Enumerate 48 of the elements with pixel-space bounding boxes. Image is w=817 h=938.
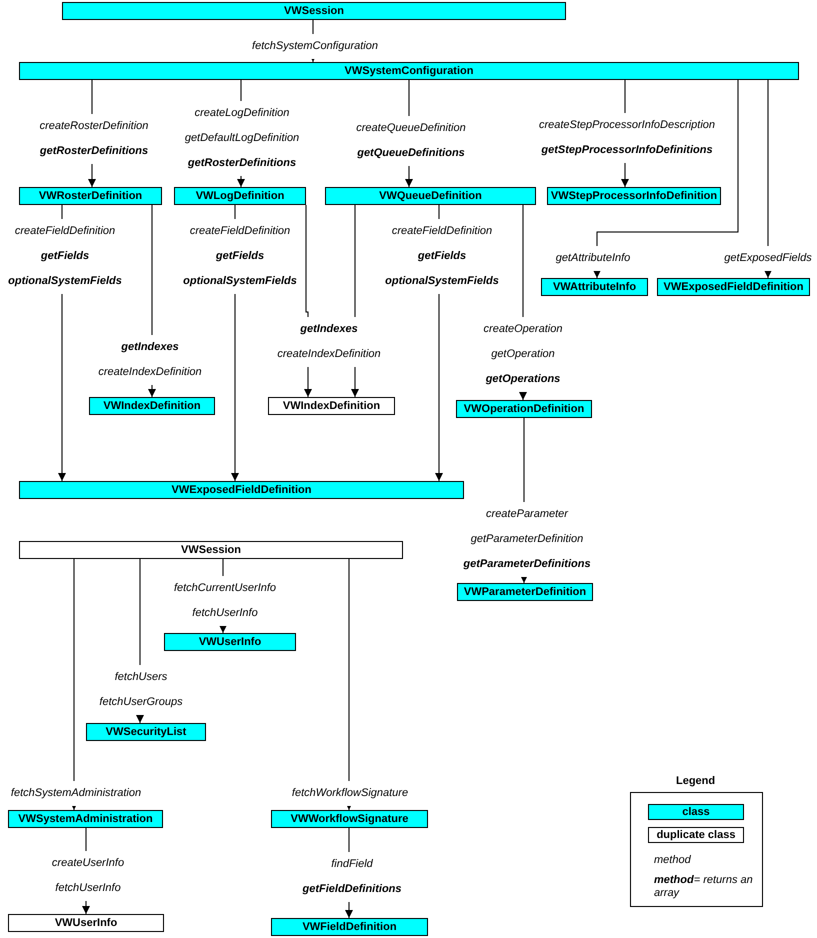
edge-label: createParameter getParameterDefinition getParameterDefinitions [461, 502, 593, 577]
class-box: VWStepProcessorInfoDefinition [547, 187, 721, 205]
edge-label: fetchSystemAdministration [8, 781, 144, 806]
edge-label: createRosterDefinition getRosterDefinitions [38, 114, 150, 164]
edge-label: createQueueDefinition getQueueDefinitions [354, 116, 468, 166]
class-box: VWExposedFieldDefinition [657, 278, 810, 296]
edge-label: createStepProcessorInfoDescription getStepProcessorInfoDefinitions [536, 113, 718, 163]
class-box: VWLogDefinition [174, 187, 306, 205]
edge-label: createUserInfo fetchUserInfo [50, 851, 126, 901]
edge-label: createLogDefinition getDefaultLogDefinition getRosterDefinitions [182, 101, 302, 176]
legend-title: Legend [676, 774, 716, 789]
edge-label: getAttributeInfo [554, 246, 632, 271]
class-box: VWAttributeInfo [541, 278, 648, 296]
class-box: VWUserInfo [8, 914, 164, 932]
edge-label: findField getFieldDefinitions [300, 852, 404, 902]
class-box: VWSystemAdministration [8, 810, 163, 828]
class-box: VWIndexDefinition [268, 397, 395, 415]
arrow [70, 558, 78, 810]
legend-swatch: duplicate class [648, 827, 744, 843]
arrow [764, 80, 772, 278]
edge-label: createFieldDefinition getFields optionalSystemFields [6, 219, 124, 294]
legend-text: method [654, 854, 692, 867]
class-box: VWSystemConfiguration [19, 62, 799, 80]
class-box: VWSecurityList [86, 723, 206, 741]
class-box: VWOperationDefinition [456, 400, 592, 418]
class-box: VWFieldDefinition [271, 918, 428, 936]
legend-swatch: class [648, 804, 744, 820]
class-box: VWUserInfo [164, 633, 296, 651]
class-box: VWWorkflowSignature [271, 810, 428, 828]
edge-label: createFieldDefinition getFields optionalSystemFields [181, 219, 299, 294]
class-box: VWIndexDefinition [89, 397, 215, 415]
edge-label: getExposedFields [722, 246, 814, 271]
edge-label: getIndexes createIndexDefinition [96, 335, 204, 385]
class-box: VWSession [19, 541, 403, 559]
class-box: VWParameterDefinition [457, 583, 593, 601]
class-box: VWRosterDefinition [19, 187, 162, 205]
edge-label: fetchUsers fetchUserGroups [97, 665, 185, 715]
edge-label: createOperation getOperation getOperations [482, 317, 564, 392]
class-box: VWSession [62, 2, 566, 20]
class-box: VWExposedFieldDefinition [19, 481, 464, 499]
legend-text: method= returns an array [654, 874, 754, 900]
arrow [593, 80, 738, 278]
edge-label: fetchWorkflowSignature [290, 781, 410, 806]
arrow [345, 558, 353, 810]
edge-label: createFieldDefinition getFields optionalSystemFields [383, 219, 501, 294]
edge-label: fetchCurrentUserInfo fetchUserInfo [172, 576, 278, 626]
edge-label: getIndexes createIndexDefinition [275, 317, 383, 367]
class-box: VWQueueDefinition [325, 187, 536, 205]
